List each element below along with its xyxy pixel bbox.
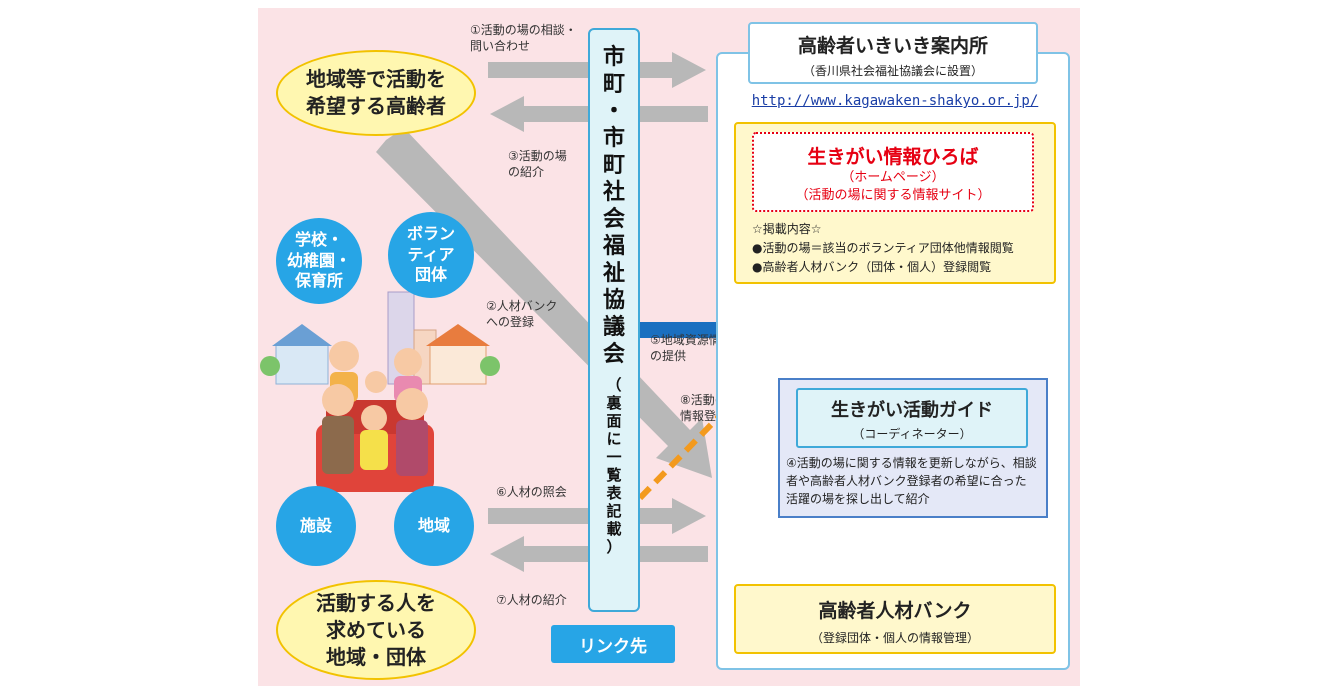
council-note-char: （ <box>606 376 622 394</box>
bank-subtitle: （登録団体・個人の情報管理） <box>810 631 979 645</box>
contents-item-1: ●活動の場＝該当のボランティア団体他情報閲覧 <box>752 241 1014 255</box>
label-introduce-place: ③活動の場 の紹介 <box>508 149 567 180</box>
hiroba-title: 生きがい情報ひろば <box>807 146 979 168</box>
council-title-char: 会 <box>602 342 625 367</box>
council-note-char: 表 <box>606 484 622 502</box>
council-title-char: 議 <box>602 315 625 340</box>
hiroba-sub2: （活動の場に関する情報サイト） <box>795 188 991 203</box>
contents-heading: ☆掲載内容☆ <box>752 222 822 236</box>
ikiiki-title: 高齢者いきいき案内所 <box>797 35 988 57</box>
school-circle: 学校・ 幼稚園・ 保育所 <box>276 218 362 304</box>
council-title-char: 会 <box>602 207 625 232</box>
council-note-char: ） <box>606 538 622 556</box>
council-note-char: 覧 <box>606 466 622 484</box>
label-introduce-talent: ⑦人材の紹介 <box>496 593 567 607</box>
council-title-char: 市 <box>602 126 625 151</box>
label-provide-info: ⑤地域資源情報 の提供 <box>650 333 733 364</box>
guide-title: 生きがい活動ガイド <box>831 400 993 421</box>
ikiiki-subtitle: （香川県社会福祉協議会に設置） <box>802 64 983 78</box>
label-register-bank: ②人材バンク への登録 <box>486 299 558 330</box>
guide-description: ④活動の場に関する情報を更新しながら、相談者や高齢者人材バンク登録者の希望に合っ… <box>786 456 1037 506</box>
contents-item-2: ●高齢者人材バンク（団体・個人）登録閲覧 <box>752 260 992 274</box>
council-title: 市町・市町社会福祉協議会 <box>603 44 625 368</box>
talent-bank-box: 高齢者人材バンク （登録団体・個人の情報管理） <box>734 584 1056 654</box>
hiroba-contents: ☆掲載内容☆ ●活動の場＝該当のボランティア団体他情報閲覧 ●高齢者人材バンク（… <box>752 220 1042 277</box>
label-query-talent: ⑥人材の照会 <box>496 485 567 499</box>
council-title-char: 祉 <box>602 261 625 286</box>
community-circle: 地域 <box>394 486 474 566</box>
seeking-oval: 活動する人を 求めている 地域・団体 <box>276 580 476 680</box>
guide-header: 生きがい活動ガイド （コーディネーター） <box>796 388 1028 448</box>
council-note-char: 面 <box>606 412 622 430</box>
council-title-char: 社 <box>602 180 625 205</box>
council-title-char: ・ <box>602 99 625 124</box>
council-title-char: 協 <box>602 288 625 313</box>
council-note: （裏面に一覧表記載） <box>606 376 621 556</box>
council-title-char: 町 <box>602 153 625 178</box>
label-consult: ①活動の場の相談・ 問い合わせ <box>470 23 577 54</box>
council-note-char: 記 <box>606 502 622 520</box>
council-note-char: 一 <box>606 448 622 466</box>
link-button[interactable]: リンク先 <box>551 625 675 663</box>
council-note-char: 載 <box>606 520 622 538</box>
community-illustration <box>260 291 500 492</box>
guide-subtitle: （コーディネーター） <box>852 427 972 441</box>
council-vertical-box: 市町・市町社会福祉協議会 （裏面に一覧表記載） <box>588 28 640 612</box>
hiroba-header: 生きがい情報ひろば （ホームページ） （活動の場に関する情報サイト） <box>752 132 1034 212</box>
council-title-char: 町 <box>602 72 625 97</box>
council-title-char: 市 <box>602 45 625 70</box>
council-note-char: 裏 <box>606 394 622 412</box>
seniors-oval: 地域等で活動を 希望する高齢者 <box>276 50 476 136</box>
volunteer-circle: ボラン ティア 団体 <box>388 212 474 298</box>
council-title-char: 福 <box>602 234 625 259</box>
hiroba-sub1: （ホームページ） <box>841 170 945 185</box>
bank-title: 高齢者人材バンク <box>818 600 972 622</box>
council-note-char: に <box>606 430 622 448</box>
website-link[interactable]: http://www.kagawaken-shakyo.or.jp/ <box>751 93 1039 109</box>
ikiiki-office-box: 高齢者いきいき案内所 （香川県社会福祉協議会に設置） <box>748 22 1038 84</box>
facility-circle: 施設 <box>276 486 356 566</box>
